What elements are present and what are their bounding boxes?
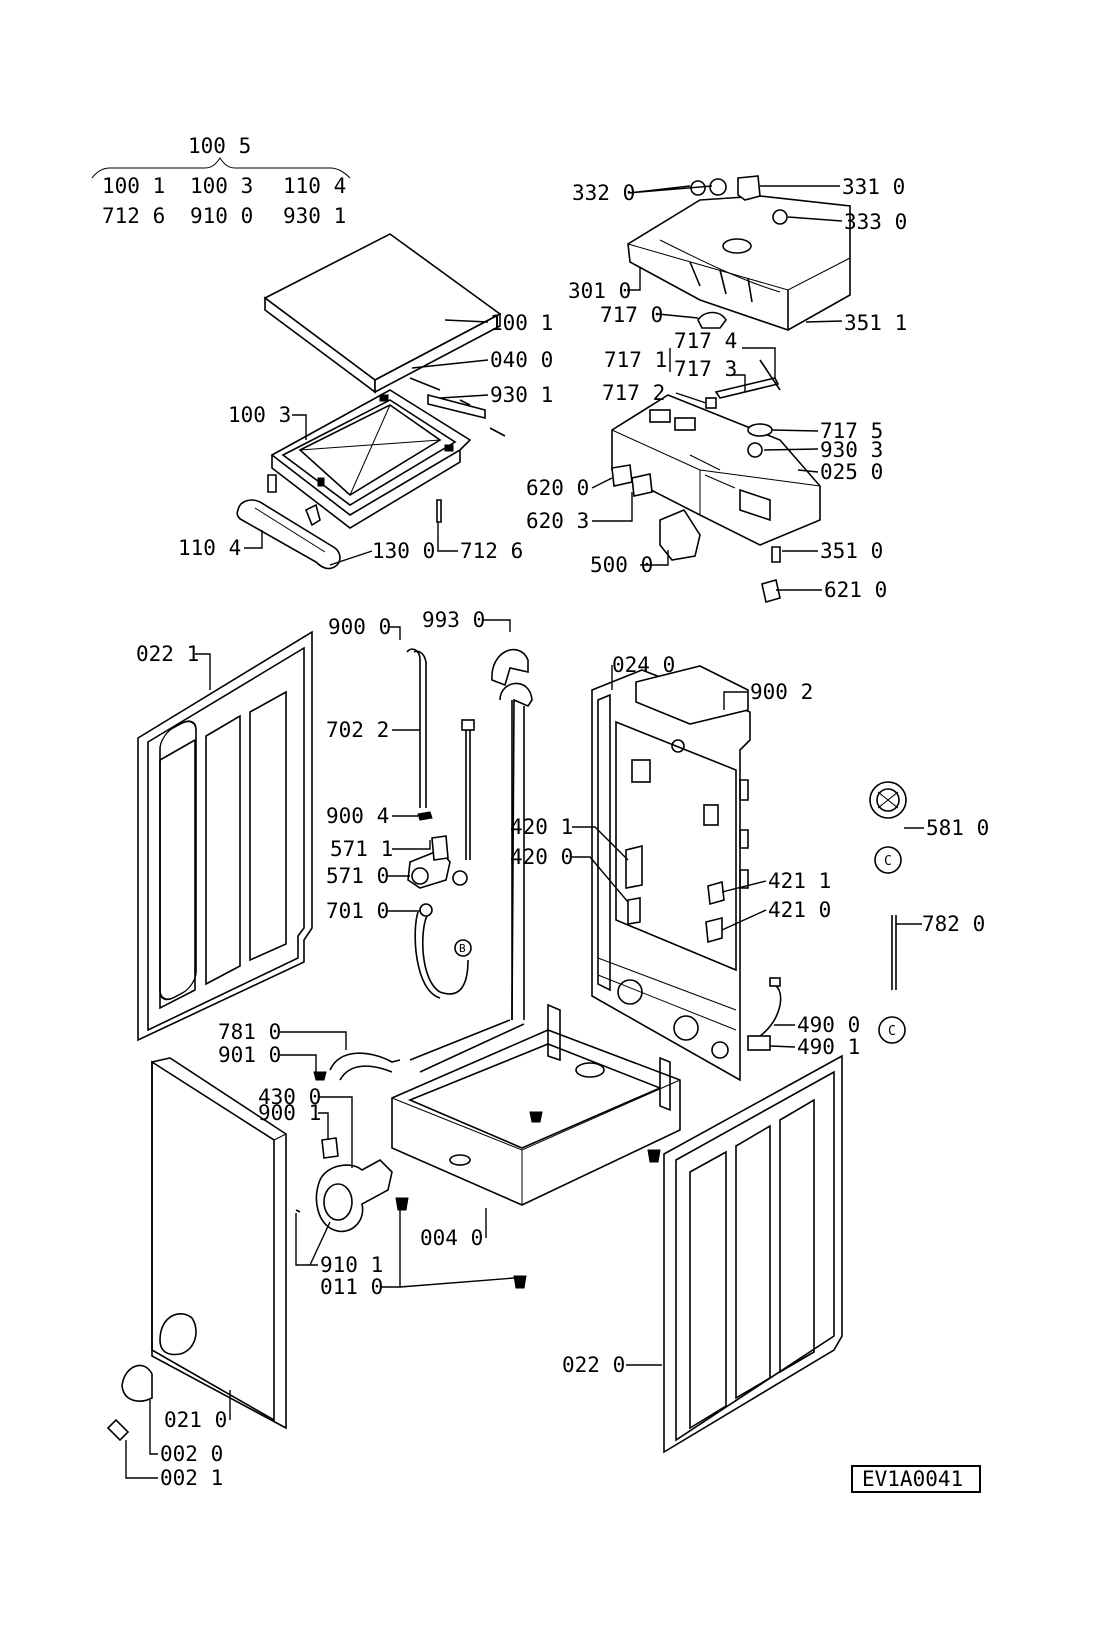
inlet-valve: [407, 811, 468, 889]
connector-c-letter-2: C: [888, 1024, 896, 1039]
callout-900-4: 900 4: [326, 804, 389, 828]
callout-421-1: 421 1: [768, 869, 831, 893]
callout-421-0: 421 0: [768, 898, 831, 922]
belt: [891, 915, 897, 990]
callout-332-0: 332 0: [572, 181, 635, 205]
base-frame: [391, 1003, 681, 1206]
right-side-panel: [663, 1054, 843, 1454]
callout-930-3: 930 3: [820, 438, 883, 462]
drain-pump: [295, 1137, 393, 1233]
pulley: [869, 781, 907, 819]
kit-title: 100 5: [188, 134, 251, 158]
callout-011-0: 011 0: [320, 1275, 383, 1299]
callout-620-0: 620 0: [526, 476, 589, 500]
callout-717-5: 717 5: [820, 419, 883, 443]
capacitors: [625, 844, 725, 944]
kit-member-5: 910 0: [190, 204, 253, 228]
callout-910-1: 910 1: [320, 1253, 383, 1277]
callout-717-0: 717 0: [600, 303, 663, 327]
callout-712-6: 712 6: [460, 539, 523, 563]
callout-100-3: 100 3: [228, 403, 291, 427]
callout-labels: 332 0 331 0 333 0 301 0 717 0 351 1 717 …: [136, 175, 989, 1490]
callout-717-2: 717 2: [602, 381, 665, 405]
callout-002-1: 002 1: [160, 1466, 223, 1490]
callout-781-0: 781 0: [218, 1020, 281, 1044]
callout-331-0: 331 0: [842, 175, 905, 199]
callout-930-1: 930 1: [490, 383, 553, 407]
control-panel: [627, 195, 851, 331]
callout-717-3: 717 3: [674, 357, 737, 381]
callout-333-0: 333 0: [844, 210, 907, 234]
feet: [313, 1071, 661, 1289]
callout-021-0: 021 0: [164, 1408, 227, 1432]
bracket-parts: [409, 377, 506, 437]
callout-500-0: 500 0: [590, 553, 653, 577]
callout-900-0: 900 0: [328, 615, 391, 639]
kit-brace: [91, 157, 351, 179]
callout-110-4: 110 4: [178, 536, 241, 560]
callout-351-0: 351 0: [820, 539, 883, 563]
callout-420-1: 420 1: [510, 815, 573, 839]
callout-301-0: 301 0: [568, 279, 631, 303]
callout-900-1: 900 1: [258, 1101, 321, 1125]
callout-420-0: 420 0: [510, 845, 573, 869]
kit-header: 100 5 100 1 100 3 110 4 712 6 910 0 930 …: [91, 134, 351, 228]
kit-member-3: 110 4: [283, 174, 346, 198]
callout-900-2: 900 2: [750, 680, 813, 704]
leader-lines: [125, 185, 924, 1479]
top-frame: [270, 389, 472, 529]
callout-717-4: 717 4: [674, 329, 737, 353]
connector-b-letter: B: [459, 942, 466, 955]
front-strip: [236, 499, 341, 570]
rear-panel: [591, 665, 751, 1082]
callout-022-0: 022 0: [562, 1353, 625, 1377]
drawing-code: EV1A0041: [851, 1465, 981, 1493]
callout-993-0: 993 0: [422, 608, 485, 632]
callout-490-0: 490 0: [797, 1013, 860, 1037]
callout-621-0: 621 0: [824, 578, 887, 602]
callout-040-0: 040 0: [490, 348, 553, 372]
drawing-code-text: EV1A0041: [862, 1467, 963, 1491]
callout-002-0: 002 0: [160, 1442, 223, 1466]
callout-571-1: 571 1: [330, 837, 393, 861]
front-panel: [151, 1057, 287, 1430]
lamp-part: [697, 311, 727, 329]
connector-b: [454, 939, 472, 957]
kit-member-4: 712 6: [102, 204, 165, 228]
connector-letters: B C C: [459, 854, 896, 1039]
callout-351-1: 351 1: [844, 311, 907, 335]
switch-parts: [611, 464, 781, 604]
callout-701-0: 701 0: [326, 899, 389, 923]
callout-100-1: 100 1: [490, 311, 553, 335]
kit-member-1: 100 1: [102, 174, 165, 198]
callout-022-1: 022 1: [136, 642, 199, 666]
callout-702-2: 702 2: [326, 718, 389, 742]
connector-c-1: [874, 846, 902, 874]
callout-025-0: 025 0: [820, 460, 883, 484]
callout-782-0: 782 0: [922, 912, 985, 936]
kit-member-2: 100 3: [190, 174, 253, 198]
clip-parts: [267, 474, 442, 527]
callout-620-3: 620 3: [526, 509, 589, 533]
callout-581-0: 581 0: [926, 816, 989, 840]
callout-004-0: 004 0: [420, 1226, 483, 1250]
callout-024-0: 024 0: [612, 653, 675, 677]
connector-c-letter-1: C: [884, 854, 892, 869]
left-side-panel: [137, 630, 313, 1042]
callout-130-0: 130 0: [372, 539, 435, 563]
top-lid: [263, 233, 502, 394]
callout-901-0: 901 0: [218, 1043, 281, 1067]
knobs: [690, 175, 788, 225]
power-cord: [747, 977, 782, 1051]
connector-c-2: [878, 1016, 906, 1044]
kit-member-6: 930 1: [283, 204, 346, 228]
callout-571-0: 571 0: [326, 864, 389, 888]
hoses: [329, 648, 533, 1081]
pump-cover: [106, 1364, 153, 1442]
callout-717-1: 717 1: [604, 348, 667, 372]
callout-430-0: 430 0: [258, 1085, 321, 1109]
callout-490-1: 490 1: [797, 1035, 860, 1059]
